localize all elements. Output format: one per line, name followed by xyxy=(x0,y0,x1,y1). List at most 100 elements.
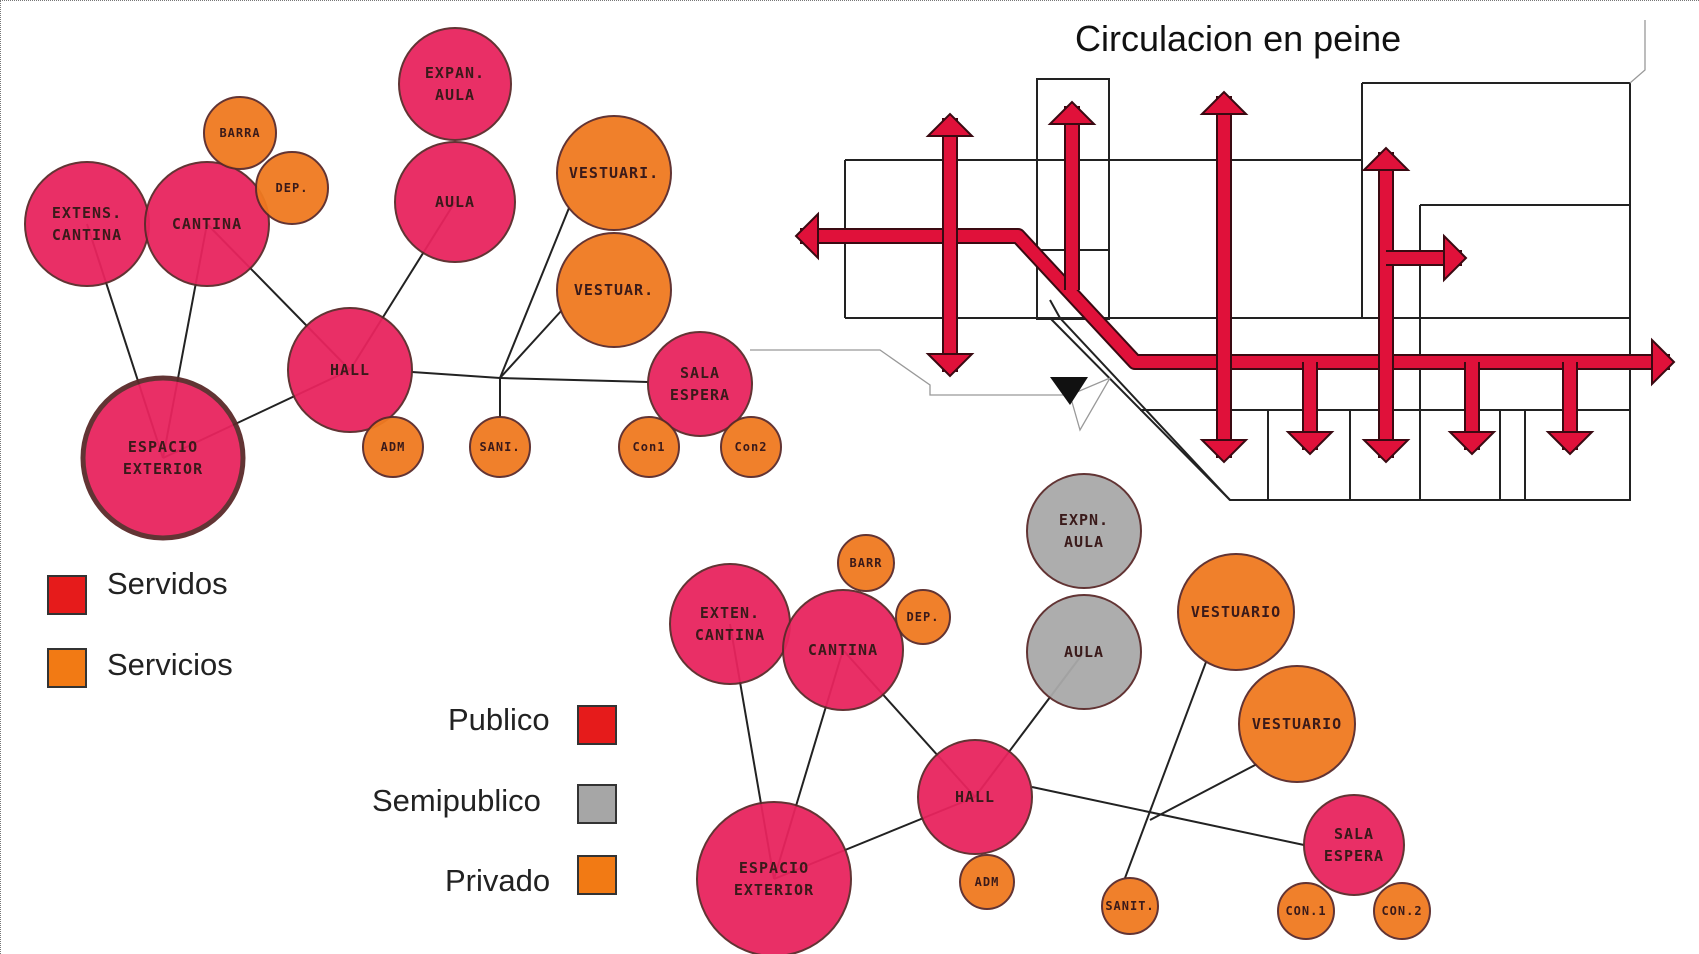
legend-swatch-served xyxy=(47,575,87,615)
connector-junction-vestuario1 xyxy=(499,207,570,379)
bottom-bubble-con2: CON.2 xyxy=(1373,882,1431,940)
connector-sani-vestuario1 xyxy=(1124,661,1207,879)
top-bubble-label-espacio-exterior-1: EXTERIOR xyxy=(123,460,203,478)
floor-plan xyxy=(844,78,1631,501)
top-bubble-diagram: EXTENS. CANTINA CANTINA BARRA DEP. EXPAN. AULA… xyxy=(24,27,782,541)
bottom-bubble-label-cantina-0: CANTINA xyxy=(808,641,878,659)
legend-label-served: Servidos xyxy=(107,566,228,601)
bottom-bubble-label-sala-espera-1: ESPERA xyxy=(1324,847,1384,865)
top-bubble-label-adm-0: ADM xyxy=(381,440,406,454)
arrow-main-corridor-outline xyxy=(800,228,1670,370)
bottom-bubble-label-sani-0: SANIT. xyxy=(1105,899,1154,913)
top-bubble-exten-cantina: EXTENS. CANTINA xyxy=(24,161,150,287)
top-bubble-espacio-exterior: ESPACIO EXTERIOR xyxy=(80,375,246,541)
arrow-head-drop-1 xyxy=(1285,431,1335,456)
bottom-bubble-label-dep-0: DEP. xyxy=(907,610,940,624)
connector-hall-sala xyxy=(1031,786,1305,846)
top-bubble-expan-aula: EXPAN. AULA xyxy=(398,27,512,141)
legend-label-services: Servicios xyxy=(107,647,233,682)
bottom-bubble-label-adm-0: ADM xyxy=(975,875,1000,889)
top-bubble-label-espacio-exterior-0: ESPACIO xyxy=(128,438,198,456)
arrow-head-v3-down xyxy=(1361,439,1411,464)
top-bubble-label-con2-0: Con2 xyxy=(735,440,768,454)
bottom-bubble-con1: CON.1 xyxy=(1277,882,1335,940)
bottom-bubble-label-espacio-exterior-0: ESPACIO xyxy=(739,859,809,877)
bottom-bubble-cantina: CANTINA xyxy=(782,589,904,711)
arrow-head-branch xyxy=(1443,233,1468,283)
bottom-bubble-label-vestuario-2-0: VESTUARIO xyxy=(1252,715,1342,733)
top-bubble-label-expan-aula-1: AULA xyxy=(435,86,475,104)
top-bubble-label-sala-espera-1: ESPERA xyxy=(670,386,730,404)
top-bubble-hall: HALL xyxy=(287,307,413,433)
plan-link-title xyxy=(1629,20,1646,84)
arrow-head-drop-2 xyxy=(1447,431,1497,456)
plan-line-diagonal xyxy=(1049,317,1231,501)
bottom-bubble-exten-cantina: EXTEN.CANTINA xyxy=(669,563,791,685)
bottom-bubble-label-hall-0: HALL xyxy=(955,788,995,806)
bottom-bubble-barra: BARR xyxy=(837,534,895,592)
circulation-arrows xyxy=(794,90,1676,464)
top-bubble-label-aula-0: AULA xyxy=(435,193,475,211)
top-bubble-label-exten-cantina-0: EXTENS. xyxy=(52,204,122,222)
arrow-head-left xyxy=(794,211,819,261)
plan-outline-right xyxy=(1049,82,1631,501)
bottom-bubble-espacio-exterior: ESPACIO EXTERIOR xyxy=(696,801,852,954)
top-bubble-aula: AULA xyxy=(394,141,516,263)
top-bubble-vestuario-1: VESTUARI. xyxy=(556,115,672,231)
bottom-bubble-adm: ADM xyxy=(959,854,1015,910)
bottom-bubble-label-expan-aula-1: AULA xyxy=(1064,533,1104,551)
plan-link-lower xyxy=(1069,377,1111,432)
plan-title: Circulacion en peine xyxy=(1075,18,1402,59)
top-bubble-label-dep-0: DEP. xyxy=(276,181,309,195)
arrow-head-v1-down xyxy=(925,353,975,378)
legend-swatch-services xyxy=(47,648,87,688)
entrance-marker-icon xyxy=(1050,377,1088,405)
arrow-head-drop-3 xyxy=(1545,431,1595,456)
top-bubble-sala-espera: SALA ESPERA xyxy=(647,331,753,437)
arrow-head-aula-up xyxy=(1047,100,1097,125)
top-bubble-label-expan-aula-0: EXPAN. xyxy=(425,64,485,82)
top-bubble-sani: SANI. xyxy=(469,416,531,478)
top-bubble-dep: DEP. xyxy=(255,151,329,225)
top-bubble-label-sani-0: SANI. xyxy=(479,440,520,454)
legend-swatch-private xyxy=(577,855,617,895)
top-bubble-label-vestuario-2-0: VESTUAR. xyxy=(574,281,654,299)
connector-junction-vestuario2 xyxy=(499,309,563,379)
arrow-head-v3-up xyxy=(1361,146,1411,171)
bottom-bubble-vestuario-2: VESTUARIO xyxy=(1238,665,1356,783)
top-bubble-con1: Con1 xyxy=(618,416,680,478)
bottom-bubble-label-exten-cantina-0: EXTEN. xyxy=(700,604,760,622)
arrow-head-v2-up xyxy=(1199,90,1249,115)
arrow-main-corridor xyxy=(800,230,1670,368)
top-bubble-barra: BARRA xyxy=(203,96,277,170)
connector-junction-sala xyxy=(499,377,649,383)
bottom-bubble-aula: AULA xyxy=(1026,594,1142,710)
top-bubble-label-cantina-0: CANTINA xyxy=(172,215,242,233)
top-bubble-label-vestuario-1-0: VESTUARI. xyxy=(569,164,659,182)
connector-hall-junction xyxy=(411,371,501,379)
bottom-bubble-hall: HALL xyxy=(917,739,1033,855)
connector-sani-vestuario2 xyxy=(1149,763,1258,821)
legend-label-semipublic: Semipublico xyxy=(372,783,541,818)
top-bubble-label-sala-espera-0: SALA xyxy=(680,364,720,382)
bottom-bubble-label-aula-0: AULA xyxy=(1064,643,1104,661)
legend-label-public: Publico xyxy=(448,702,550,737)
bottom-bubble-label-espacio-exterior-1: EXTERIOR xyxy=(734,881,814,899)
bottom-bubble-label-vestuario-1-0: VESTUARIO xyxy=(1191,603,1281,621)
legend-swatch-semipublic xyxy=(577,784,617,824)
top-bubble-label-hall-0: HALL xyxy=(330,361,370,379)
bottom-bubble-vestuario-1: VESTUARIO xyxy=(1177,553,1295,671)
top-bubble-cantina: CANTINA xyxy=(144,161,270,287)
arrow-head-v1-up xyxy=(925,112,975,137)
legend-swatch-public xyxy=(577,705,617,745)
top-bubble-con2: Con2 xyxy=(720,416,782,478)
top-bubble-label-exten-cantina-1: CANTINA xyxy=(52,226,122,244)
top-bubble-adm: ADM xyxy=(362,416,424,478)
bottom-bubble-diagram: EXTEN.CANTINACANTINABARRDEP.EXPN.AULAAUL… xyxy=(669,473,1431,954)
top-bubble-label-barra-0: BARRA xyxy=(219,126,260,140)
top-bubble-vestuario-2: VESTUAR. xyxy=(556,232,672,348)
bottom-bubble-dep: DEP. xyxy=(895,589,951,645)
